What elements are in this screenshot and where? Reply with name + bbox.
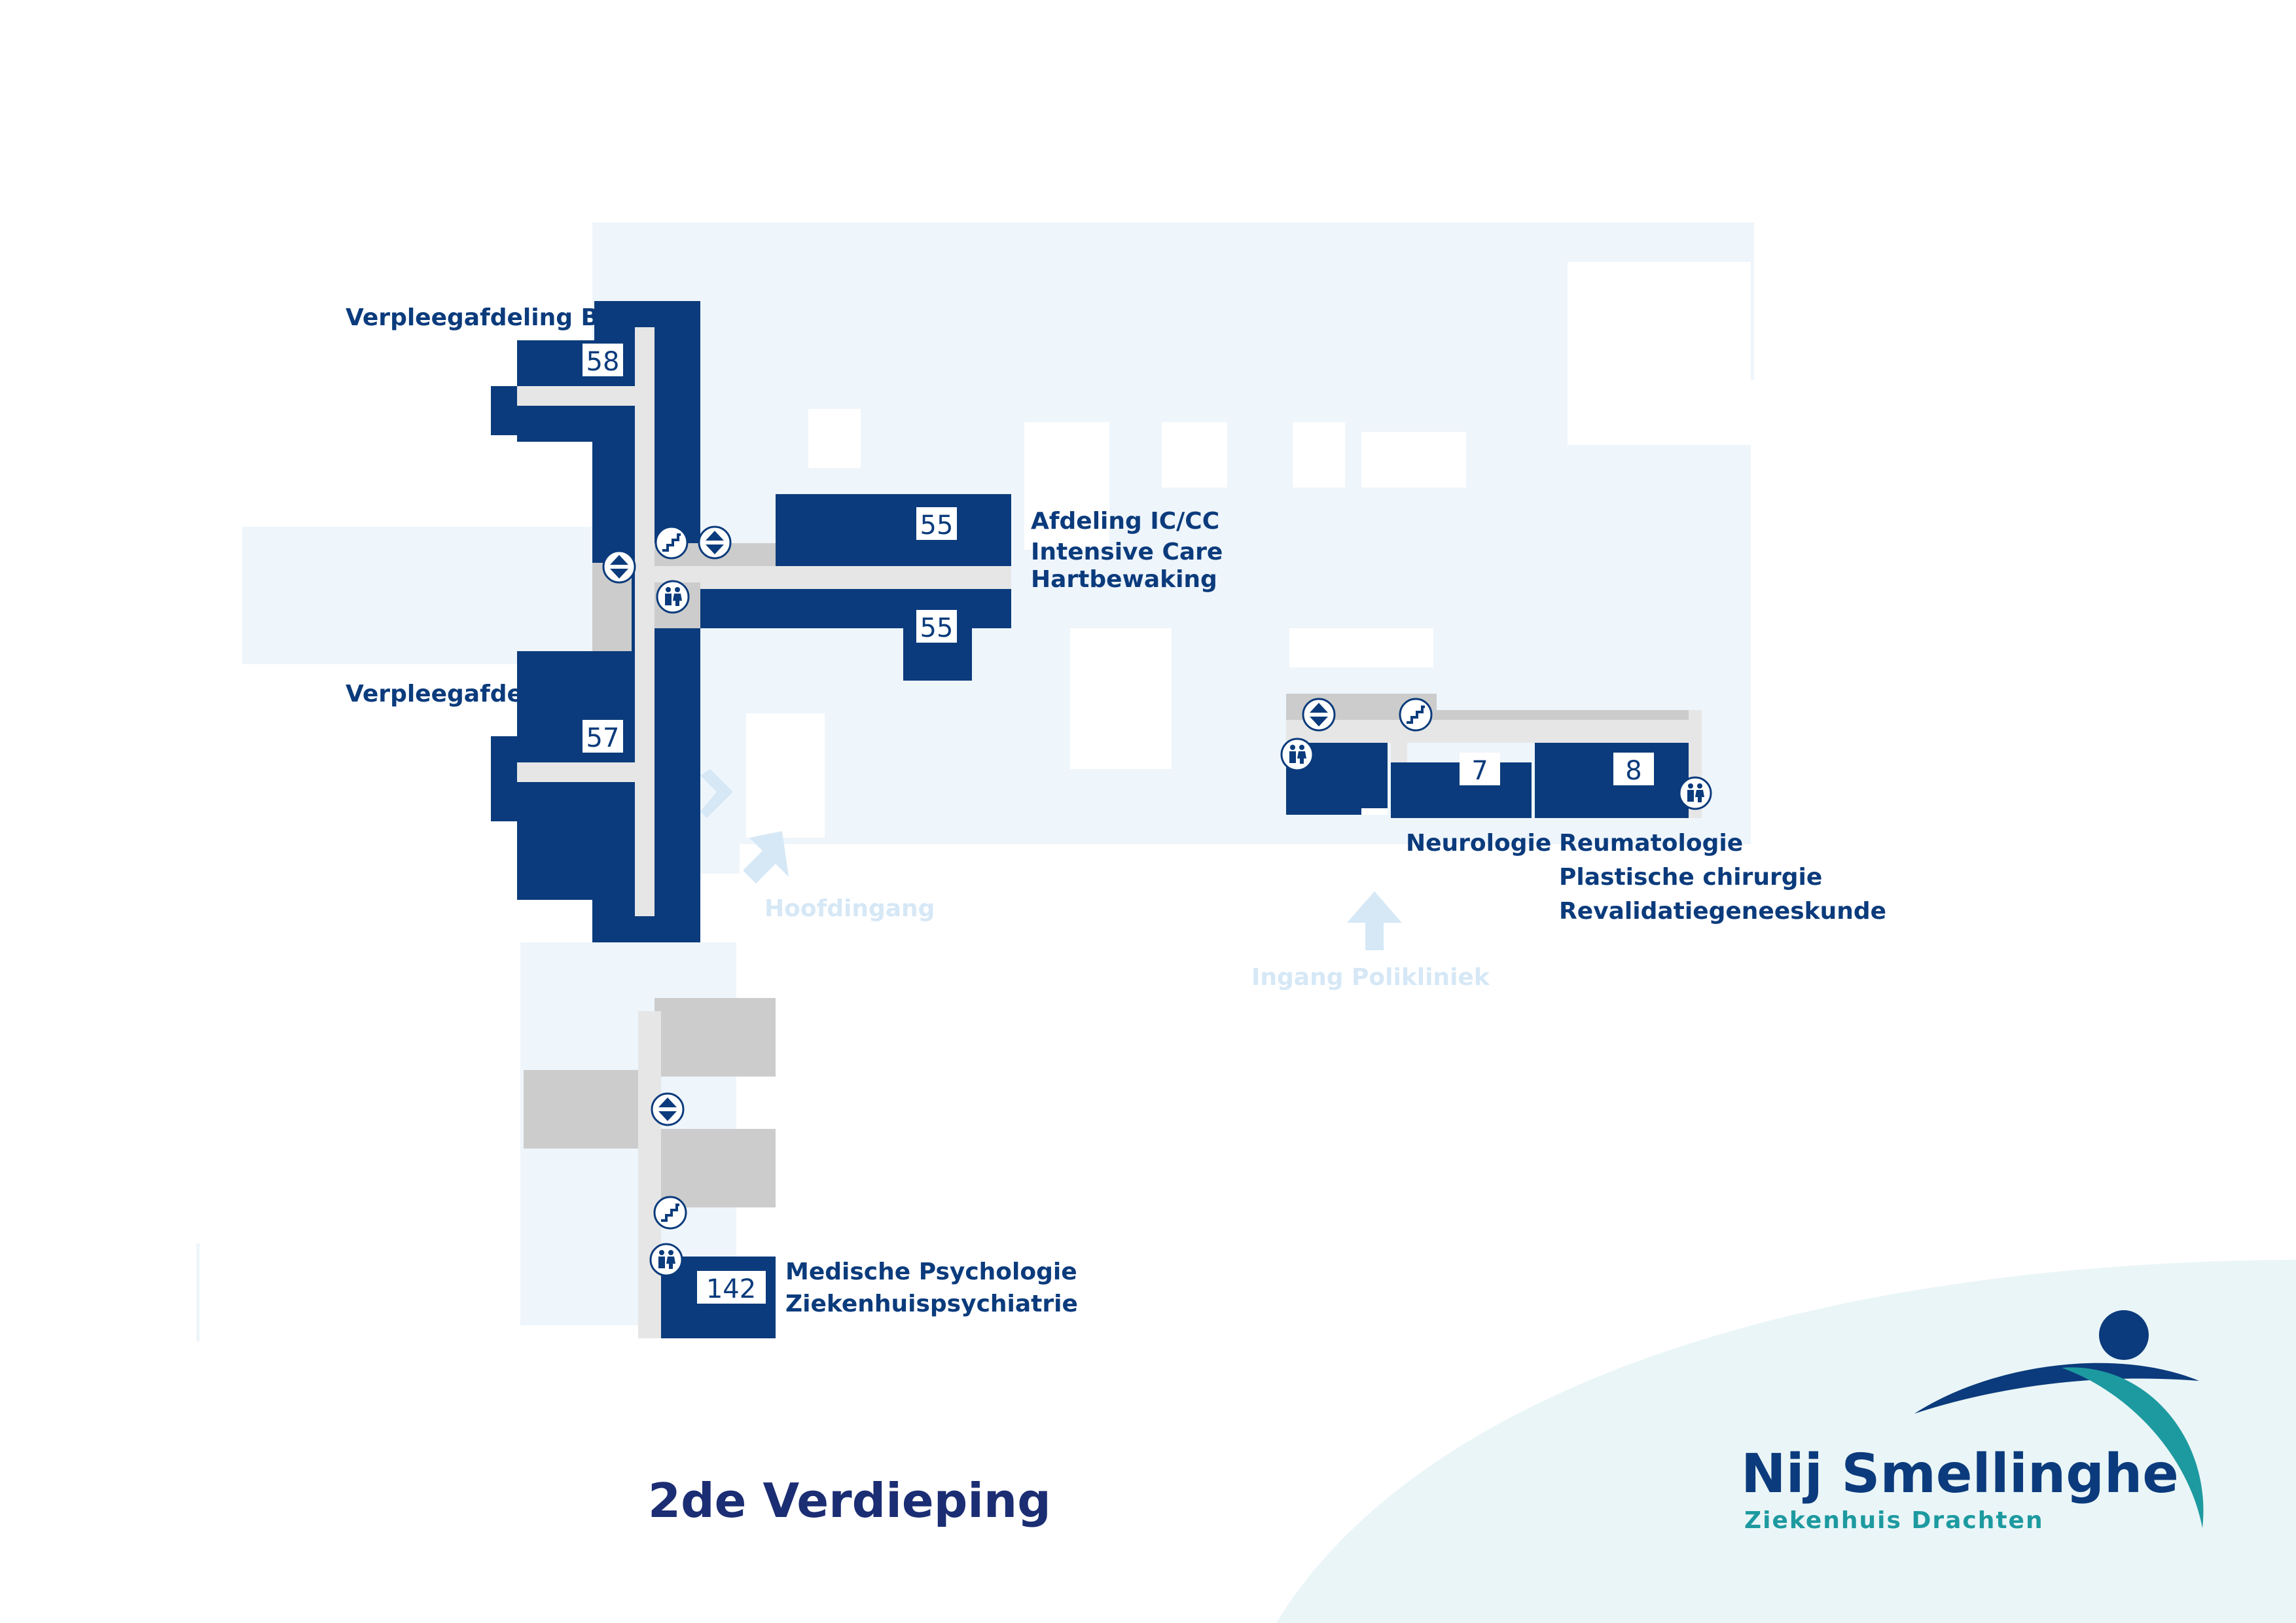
- stairs-icon: [1399, 698, 1433, 732]
- label-revalidatiegeneeskunde: Revalidatiegeneeskunde: [1559, 898, 1886, 925]
- svg-text:58: 58: [586, 347, 620, 377]
- label-ziekenhuispsychiatrie: Ziekenhuispsychiatrie: [785, 1291, 1078, 1317]
- svg-text:55: 55: [920, 510, 954, 541]
- svg-text:55: 55: [920, 613, 954, 643]
- elevator-icon: [698, 526, 732, 560]
- room-plate-58: 58: [583, 344, 623, 377]
- label-medische-psychologie: Medische Psychologie: [785, 1258, 1077, 1285]
- label-verpleegafdeling-a2: Verpleegafdeling A2: [346, 681, 615, 707]
- room-plate-57: 57: [583, 720, 623, 753]
- label-plastische-chirurgie: Plastische chirurgie: [1559, 864, 1822, 891]
- room-plate-7: 7: [1460, 753, 1500, 786]
- elevator-icon: [1302, 698, 1336, 732]
- svg-text:57: 57: [586, 723, 620, 753]
- label-reumatologie: Reumatologie: [1559, 830, 1743, 857]
- floor-title: 2de Verdieping: [648, 1473, 1051, 1528]
- brand-logo: Nij Smellinghe Ziekenhuis Drachten: [1741, 1310, 2204, 1534]
- elevator-icon: [602, 550, 636, 584]
- arrow-up-icon: [1347, 891, 1402, 950]
- logo-dot: [2099, 1310, 2149, 1360]
- toilet-icon: [656, 580, 690, 614]
- toilet-icon: [1678, 776, 1712, 810]
- stairs-icon: [655, 526, 689, 560]
- logo-arc-dark: [1914, 1363, 2199, 1414]
- svg-text:142: 142: [706, 1274, 756, 1304]
- label-hartbewaking: Hartbewaking: [1031, 566, 1217, 593]
- toilet-icon: [1280, 738, 1314, 772]
- label-verpleegafdeling-b2: Verpleegafdeling B2: [346, 304, 615, 331]
- label-intensive-care: Intensive Care: [1031, 539, 1223, 565]
- label-afdeling-ic-cc: Afdeling IC/CC: [1031, 508, 1219, 535]
- brand-subtitle: Ziekenhuis Drachten: [1744, 1507, 2044, 1534]
- label-ingang-polikliniek: Ingang Polikliniek: [1251, 964, 1490, 991]
- room-plate-8: 8: [1613, 753, 1654, 786]
- brand-name: Nij Smellinghe: [1741, 1443, 2179, 1505]
- svg-text:7: 7: [1471, 756, 1488, 786]
- toilet-icon: [649, 1243, 683, 1277]
- label-hoofdingang: Hoofdingang: [764, 895, 935, 922]
- background-courtyards: [746, 262, 1751, 838]
- svg-text:8: 8: [1625, 756, 1641, 786]
- room-plate-55-lower: 55: [916, 610, 957, 643]
- room-plate-142: 142: [697, 1271, 766, 1304]
- wing-a2-b2: [491, 301, 700, 946]
- arrow-diagonal-icon: [700, 769, 789, 883]
- decorative-background-swoosh: [1276, 1260, 2296, 1623]
- elevator-icon: [651, 1092, 685, 1126]
- room-plate-55-upper: 55: [916, 507, 957, 541]
- logo-arc-teal: [2062, 1367, 2204, 1528]
- label-neurologie: Neurologie: [1406, 830, 1551, 857]
- stairs-icon: [653, 1196, 687, 1230]
